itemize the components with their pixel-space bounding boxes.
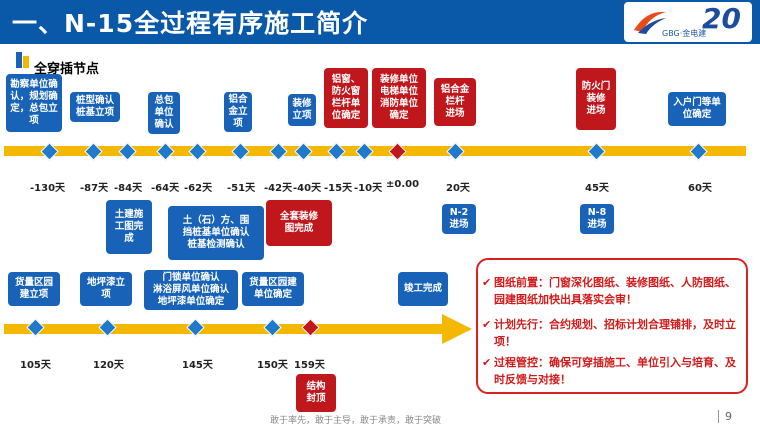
note-item: ✔ 图纸前置：门窗深化图纸、装修图纸、人防图纸、园建图纸加快出具落实会审！ [482, 274, 738, 308]
tick-label: -130天 [30, 183, 66, 194]
tick-label: -62天 [184, 183, 213, 194]
tick-label: -64天 [151, 183, 180, 194]
note-item: ✔ 过程管控：确保可穿插施工、单位引入与培育、及时反馈与对接！ [482, 354, 738, 388]
page-title: 一、N-15全过程有序施工简介 [12, 9, 369, 38]
tick-label: -42天 [264, 183, 293, 194]
tick-label: 20天 [446, 183, 470, 194]
timeline-bar-row2 [4, 314, 472, 344]
milestone-floorpaint-box: 地坪漆立 项 [80, 272, 132, 306]
milestone-aluminum-box: 铝合 金立 项 [224, 92, 252, 132]
milestone-fullfitout-box: 全套装修 图完成 [266, 200, 332, 246]
tick-label: -10天 [354, 183, 383, 194]
footer-slogan: 敢于率先，敢于主导，敢于承责，敢于突破 [270, 416, 442, 426]
milestone-n8-box: N-8 进场 [580, 204, 614, 234]
tick-label: -51天 [227, 183, 256, 194]
note-text: 计划先行：合约规划、招标计划合理铺排，及时立项！ [494, 318, 736, 348]
tick-label: 150天 [257, 360, 288, 371]
milestone-entrydoor-box: 入户门等单 位确定 [668, 92, 726, 126]
tick-label: 45天 [585, 183, 609, 194]
milestone-lock-box: 门锁单位确认 淋浴屏风单位确认 地坪漆单位确定 [144, 270, 238, 310]
key-points-box: ✔ 图纸前置：门窗深化图纸、装修图纸、人防图纸、园建图纸加快出具落实会审！ ✔ … [476, 258, 748, 394]
logo-swoosh-icon [634, 11, 666, 34]
tick-label: 60天 [688, 183, 712, 194]
milestone-survey-box: 勘察单位确认，规划确定，总包立项 [6, 74, 62, 132]
subtitle-marker-icon [16, 52, 29, 68]
tick-label: ±0.00 [386, 179, 420, 190]
tick-label: 105天 [20, 360, 51, 371]
check-icon: ✔ [482, 356, 492, 369]
tick-label: -87天 [80, 183, 109, 194]
company-logo: GBG·金电建 20 [624, 2, 752, 42]
anniversary-logo: 20 [702, 2, 741, 35]
milestone-pile-box: 桩型确认 桩基立项 [70, 92, 120, 122]
milestone-units-box: 装修单位 电梯单位 消防单位 确定 [372, 68, 426, 128]
milestone-window-box: 铝窗、 防火窗 栏杆单 位确定 [324, 68, 368, 128]
milestone-completion-box: 竣工完成 [398, 272, 448, 306]
header-bar: 一、N-15全过程有序施工简介 GBG·金电建 20 [0, 0, 760, 44]
check-icon: ✔ [482, 318, 492, 331]
section-subtitle: 全穿插节点 [34, 62, 100, 77]
check-icon: ✔ [482, 276, 492, 289]
note-text: 图纸前置：门窗深化图纸、装修图纸、人防图纸、园建图纸加快出具落实会审！ [494, 276, 736, 306]
tick-label: 159天 [294, 360, 325, 371]
note-item: ✔ 计划先行：合约规划、招标计划合理铺排，及时立项！ [482, 316, 738, 350]
milestone-topping-box: 结构 封顶 [296, 374, 336, 412]
timeline-bar-row1 [4, 146, 746, 156]
milestone-n2-box: N-2 进场 [442, 204, 476, 234]
note-text: 过程管控：确保可穿插施工、单位引入与培育、及时反馈与对接！ [494, 356, 736, 386]
milestone-earthwork-box: 土（石）方、围 挡桩基单位确认 桩基检测确认 [168, 206, 264, 260]
tick-label: 120天 [93, 360, 124, 371]
milestone-railing-box: 铝合金 栏杆 进场 [434, 78, 476, 126]
milestone-firedoor-box: 防火门 装修 进场 [576, 68, 616, 130]
tick-label: -84天 [114, 183, 143, 194]
milestone-landscape-unit-box: 货量区园建 单位确定 [242, 272, 304, 306]
tick-label: -15天 [324, 183, 353, 194]
milestone-drawing-box: 土建施 工图完 成 [106, 200, 152, 254]
milestone-landscape-box: 货量区园 建立项 [8, 272, 60, 306]
tick-label: 145天 [182, 360, 213, 371]
milestone-decoration-box: 装修 立项 [288, 94, 316, 126]
page-number: 9 [718, 410, 732, 423]
tick-label: -40天 [293, 183, 322, 194]
milestone-contractor-box: 总包 单位 确认 [148, 92, 180, 134]
logo-text: GBG·金电建 [662, 29, 707, 38]
